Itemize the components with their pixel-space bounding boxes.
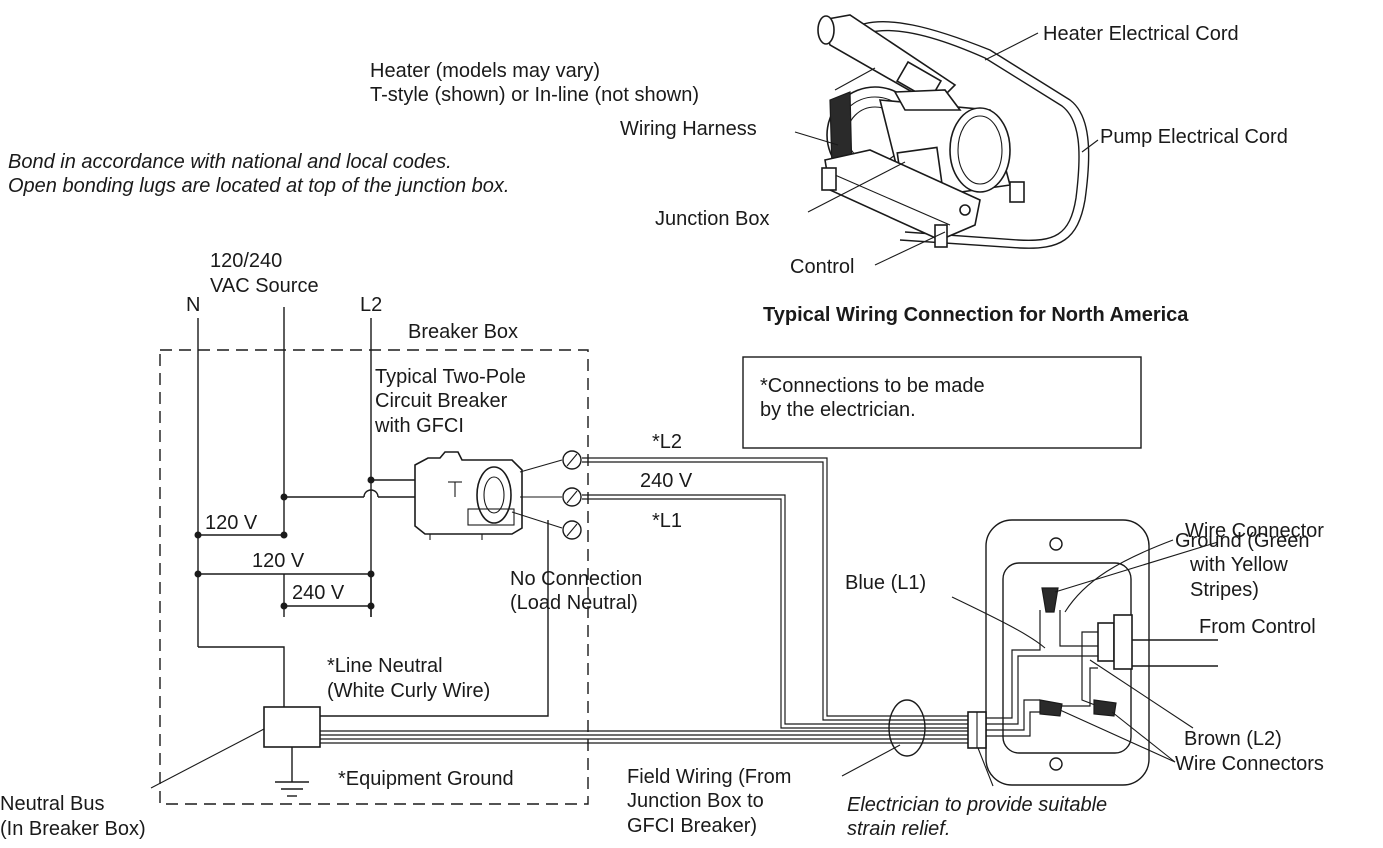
bonding-note-line1: Bond in accordance with national and loc…: [8, 151, 452, 173]
wiring-harness-label: Wiring Harness: [620, 118, 757, 140]
field-240v-label: 240 V: [640, 470, 693, 492]
field-wiring-line3: GFCI Breaker): [627, 815, 757, 837]
voltage-120-label-a: 120 V: [205, 512, 258, 534]
voltage-120-label-b: 120 V: [252, 550, 305, 572]
breaker-terminals: [562, 450, 582, 540]
field-wiring-line1: Field Wiring (From: [627, 766, 791, 788]
control-label: Control: [790, 256, 854, 278]
breaker-label-line3: with GFCI: [374, 415, 464, 437]
source-l2-label: L2: [360, 294, 382, 316]
neutral-bus-leader: [150, 728, 265, 789]
pump-equipment-illustration: [817, 14, 1090, 249]
heater-label-line1: Heater (models may vary): [370, 60, 600, 82]
field-wiring-leader: [841, 744, 901, 777]
brown-l2-label: Brown (L2): [1184, 728, 1282, 750]
breaker-box-outline: [159, 349, 589, 805]
breaker-label-line1: Typical Two-Pole: [375, 366, 526, 388]
equipment-ground-label: *Equipment Ground: [338, 768, 514, 790]
field-l1-label: *L1: [652, 510, 682, 532]
junction-box-leaders: [951, 539, 1219, 787]
source-voltage-line1: 120/240: [210, 250, 282, 272]
line-neutral-line1: *Line Neutral: [327, 655, 443, 677]
line-neutral-line2: (White Curly Wire): [327, 680, 490, 702]
ground-symbol: [275, 747, 309, 797]
no-connection-line2: (Load Neutral): [510, 592, 638, 614]
from-control-label: From Control: [1199, 616, 1316, 638]
wire-connectors-label: Wire Connectors: [1175, 753, 1324, 775]
heater-label-line2: T-style (shown) or In-line (not shown): [370, 84, 699, 106]
field-wiring-cables: [320, 457, 968, 744]
junction-dots: [194, 476, 375, 610]
diagram-title: Typical Wiring Connection for North Amer…: [763, 304, 1189, 326]
no-connection-line1: No Connection: [510, 568, 642, 590]
load-neutral-wire: [320, 520, 549, 717]
electrician-note-line2: by the electrician.: [760, 399, 916, 421]
heater-cord-label: Heater Electrical Cord: [1043, 23, 1239, 45]
gfci-breaker: [414, 451, 563, 540]
blue-l1-label: Blue (L1): [845, 572, 926, 594]
breaker-label-line2: Circuit Breaker: [375, 390, 508, 412]
source-n-label: N: [186, 294, 200, 316]
junction-box-detail: [967, 519, 1218, 786]
neutral-bus-label-line1: Neutral Bus: [0, 793, 105, 815]
ground-label-line2: with Yellow: [1189, 554, 1288, 576]
source-voltage-line2: VAC Source: [210, 275, 319, 297]
equipment-leader-lines: [794, 32, 1099, 266]
electrician-note-line1: *Connections to be made: [760, 375, 985, 397]
strain-relief-line1: Electrician to provide suitable: [847, 794, 1107, 816]
breaker-box-label: Breaker Box: [408, 321, 518, 343]
wire-connector-label: Wire Connector: [1185, 520, 1324, 542]
neutral-bus: [263, 706, 321, 748]
neutral-bus-label-line2: (In Breaker Box): [0, 818, 146, 840]
strain-relief-line2: strain relief.: [847, 818, 950, 840]
field-l2-label: *L2: [652, 431, 682, 453]
ground-label-line3: Stripes): [1190, 579, 1259, 601]
field-wiring-bundle: [888, 699, 926, 757]
ground-label-line1: Ground (Green: [1175, 530, 1310, 552]
field-wiring-line2: Junction Box to: [627, 790, 764, 812]
bonding-note-line2: Open bonding lugs are located at top of …: [8, 175, 509, 197]
junction-box-label: Junction Box: [655, 208, 770, 230]
pump-cord-label: Pump Electrical Cord: [1100, 126, 1288, 148]
electrician-note-box: [742, 356, 1142, 449]
voltage-240-label: 240 V: [292, 582, 345, 604]
